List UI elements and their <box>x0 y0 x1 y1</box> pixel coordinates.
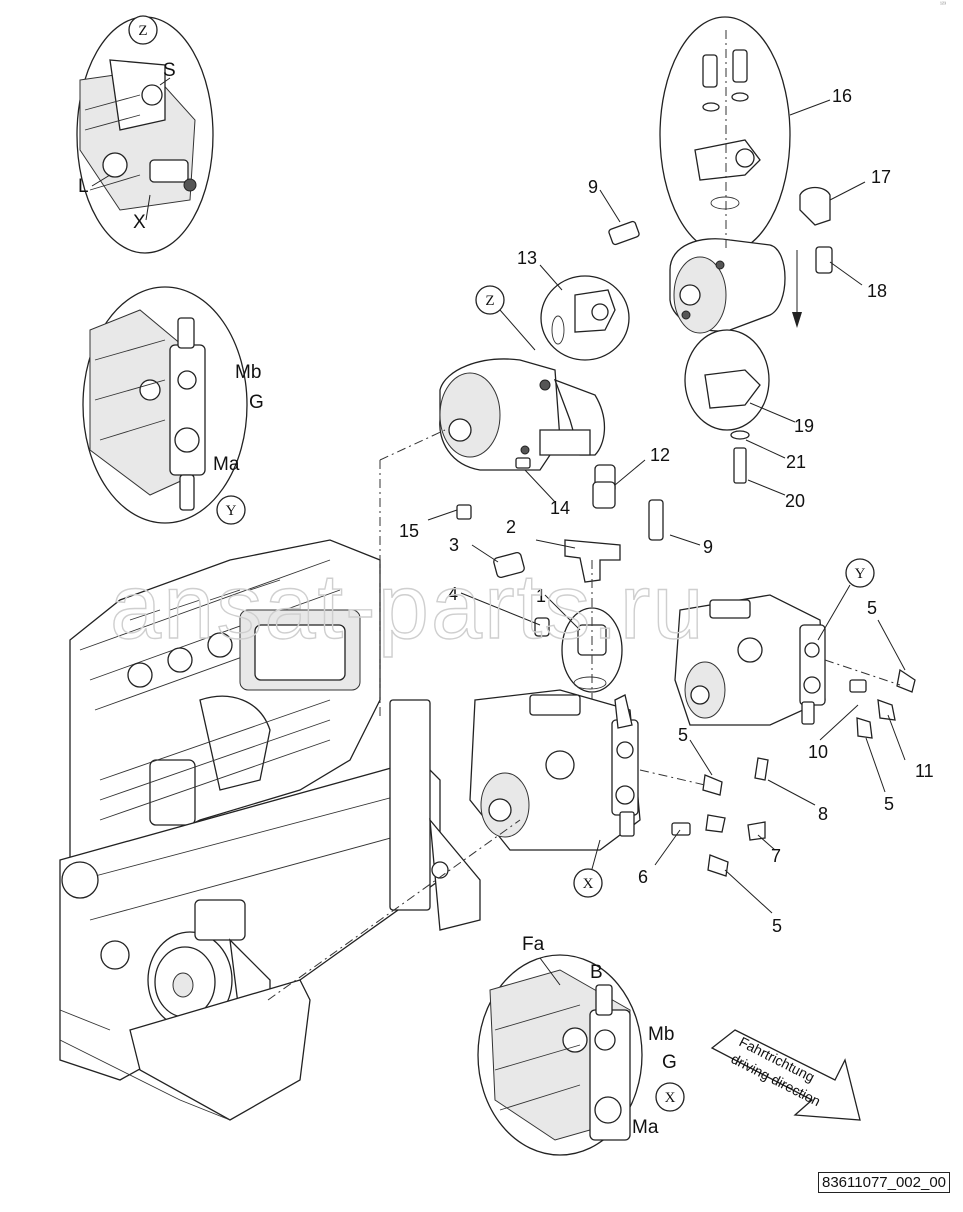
pump-y: Y <box>674 558 916 739</box>
pump-z-marker <box>475 285 505 315</box>
port-label-ma: Ma <box>632 1117 659 1138</box>
callout-4: 4 <box>448 584 458 604</box>
port-label-g: G <box>662 1052 677 1073</box>
port-label-x: X <box>133 212 146 233</box>
callout-20: 20 <box>785 491 805 511</box>
callout-6: 6 <box>638 867 648 887</box>
port-label-fa: Fa <box>522 934 545 955</box>
document-code: 83611077_002_00 <box>818 1172 951 1193</box>
pump-x-marker-letter: X <box>583 876 594 892</box>
callout-16: 16 <box>832 86 852 106</box>
callout-7: 7 <box>771 846 781 866</box>
port-label-mb: Mb <box>648 1024 674 1045</box>
detail-x-marker <box>655 1082 685 1112</box>
port-label-g: G <box>249 392 264 413</box>
callout-numbers: 1 2 3 4 5 5 5 5 6 7 8 9 9 10 11 12 13 14… <box>399 86 934 936</box>
port-label-l: L <box>78 176 89 197</box>
callout-13: 13 <box>517 248 537 268</box>
callout-15: 15 <box>399 521 419 541</box>
engine-assembly <box>59 539 481 1121</box>
callout-19: 19 <box>794 416 814 436</box>
callout-14: 14 <box>550 498 570 518</box>
detail-z-marker <box>128 15 158 45</box>
callout-5-center: 5 <box>678 725 688 745</box>
pump-y-marker <box>845 558 875 588</box>
corner-mark: ¹²³ <box>940 2 946 8</box>
detail-y-marker <box>216 495 246 525</box>
callout-17: 17 <box>871 167 891 187</box>
main-pump-z: Z <box>379 220 640 720</box>
port-label-b: B <box>590 962 603 983</box>
gear-pump-assembly <box>659 16 833 484</box>
callout-1: 1 <box>536 586 546 606</box>
detail-y-view: Y Mb G Ma <box>82 286 264 525</box>
detail-x-view: X Fa B Mb G Ma <box>477 934 685 1156</box>
callout-8: 8 <box>818 804 828 824</box>
port-label-s: S <box>163 60 176 81</box>
watermark: ansat-parts.ru <box>110 556 706 658</box>
leader-lines <box>427 99 906 914</box>
callout-5-right: 5 <box>867 598 877 618</box>
detail-z-view: Z S L X <box>76 15 214 254</box>
fittings-group <box>493 499 664 720</box>
callout-11: 11 <box>915 761 934 781</box>
callout-10: 10 <box>808 742 828 762</box>
callout-18: 18 <box>867 281 887 301</box>
detail-x-marker-letter: X <box>665 1090 676 1106</box>
detail-z-marker-letter: Z <box>138 23 147 39</box>
callout-5-bottom: 5 <box>772 916 782 936</box>
port-label-ma: Ma <box>213 454 240 475</box>
callout-9-middle: 9 <box>703 537 713 557</box>
port-label-mb: Mb <box>235 362 261 383</box>
driving-direction-arrow: Fahrtrichtung driving direction <box>710 1029 861 1121</box>
callout-5-lower-right: 5 <box>884 794 894 814</box>
pump-y-marker-letter: Y <box>855 566 866 582</box>
callout-2: 2 <box>506 517 516 537</box>
pump-x: X <box>267 689 769 1001</box>
pump-x-marker <box>573 868 603 898</box>
callout-21: 21 <box>786 452 806 472</box>
detail-y-marker-letter: Y <box>226 503 237 519</box>
pump-z-marker-letter: Z <box>485 293 494 309</box>
callout-12: 12 <box>650 445 670 465</box>
callout-9-top: 9 <box>588 177 598 197</box>
callout-3: 3 <box>449 535 459 555</box>
